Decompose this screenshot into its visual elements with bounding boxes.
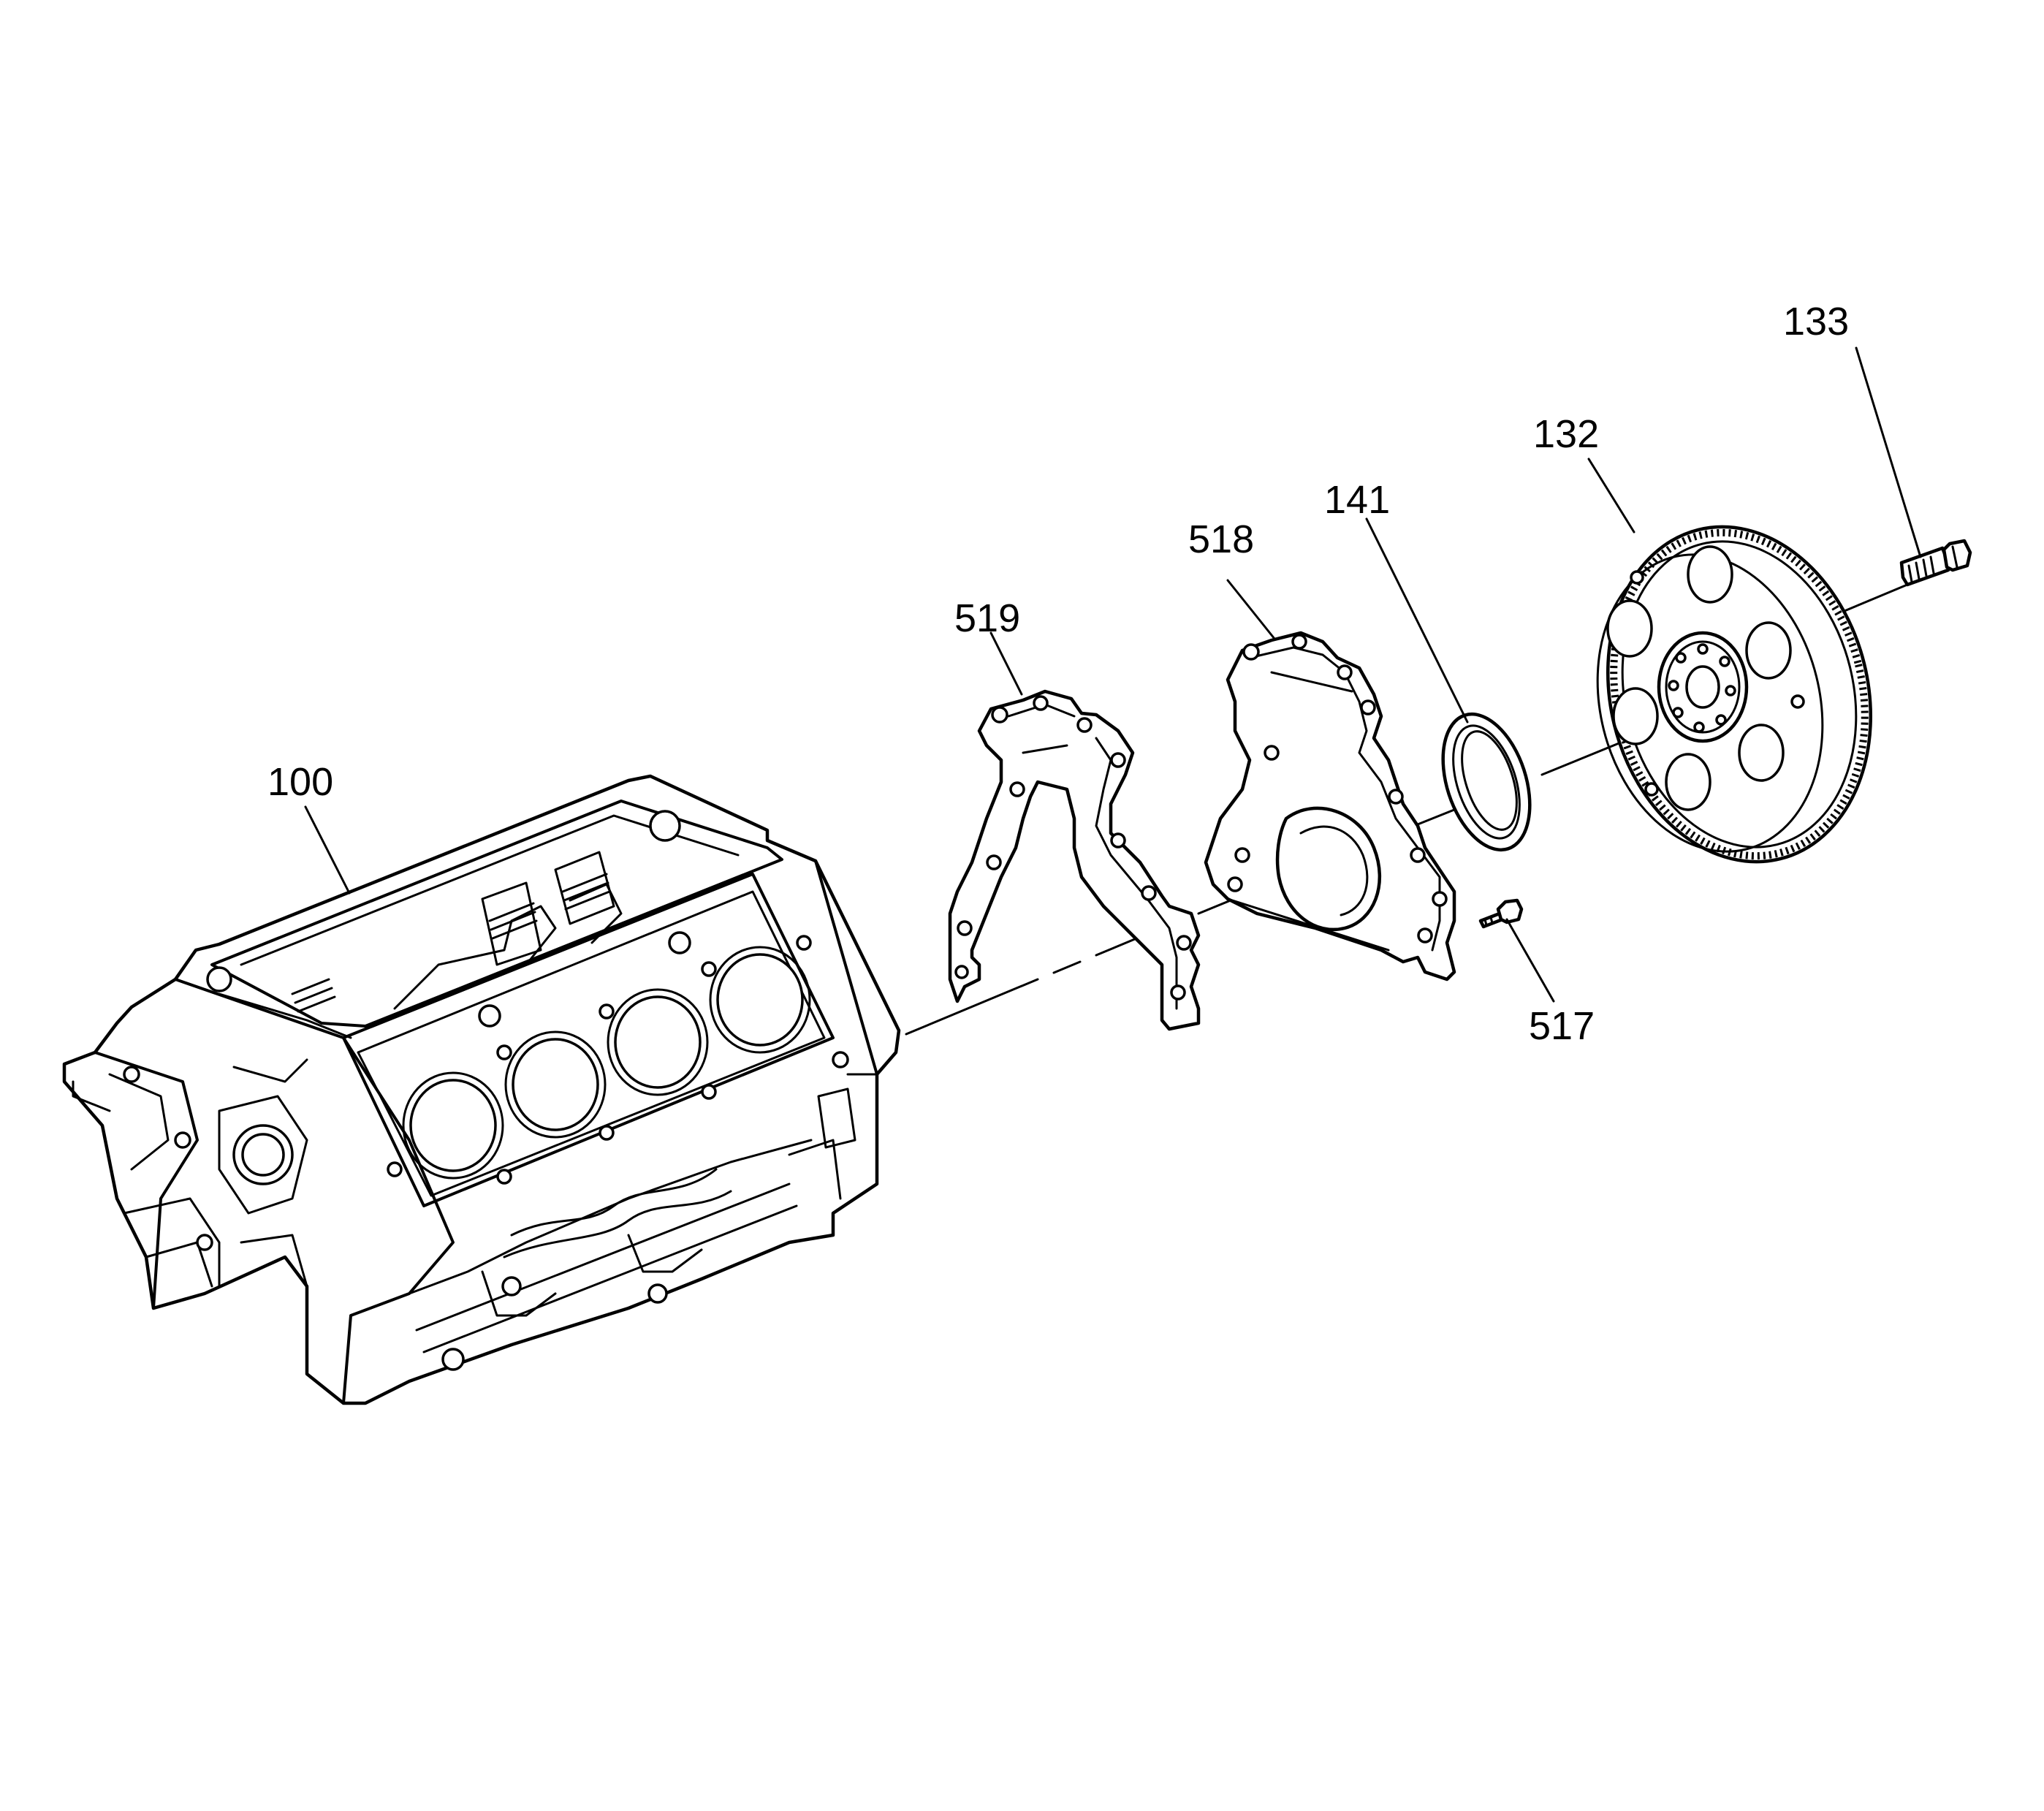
engine-block-icon xyxy=(62,774,901,1405)
cylinder-bores xyxy=(402,946,811,1180)
callout-141: 141 xyxy=(1324,478,1390,522)
leader-lines xyxy=(304,346,1922,1003)
bolt-icon xyxy=(1478,898,1524,929)
bolt-icon xyxy=(1899,539,1972,587)
oil-seal-icon xyxy=(1441,712,1532,852)
callout-518: 518 xyxy=(1188,517,1254,561)
callout-133: 133 xyxy=(1783,300,1849,343)
callout-517: 517 xyxy=(1529,1004,1595,1048)
callout-132: 132 xyxy=(1533,412,1599,456)
callout-519: 519 xyxy=(954,596,1020,640)
gasket-icon xyxy=(948,689,1201,1031)
rear-cover-icon xyxy=(1204,631,1456,982)
lifter-bank xyxy=(291,873,611,1013)
callout-100: 100 xyxy=(267,760,333,804)
flexplate-icon xyxy=(1596,525,1873,864)
